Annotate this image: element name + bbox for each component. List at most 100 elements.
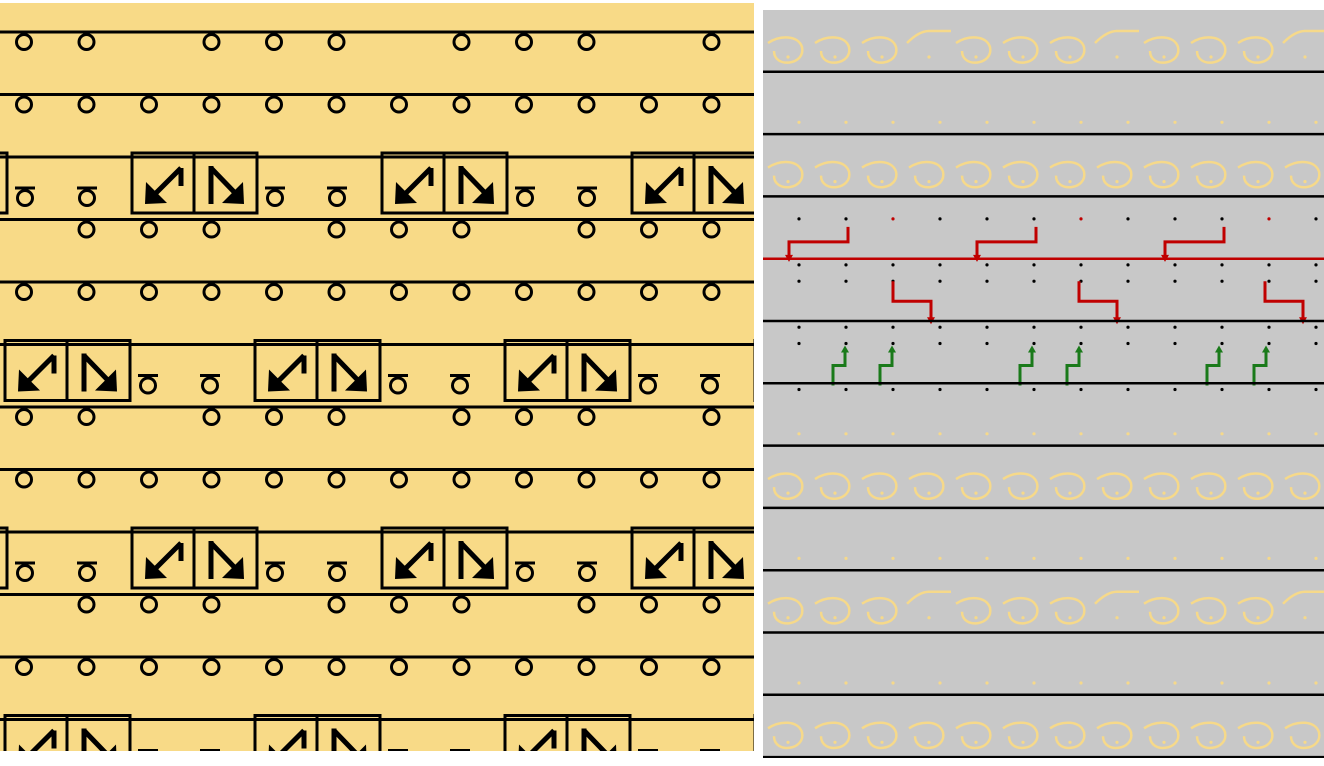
ring-stitch-icon bbox=[201, 655, 222, 676]
ring-stitch-icon bbox=[514, 655, 534, 676]
stitch-dot bbox=[797, 279, 801, 283]
ring-stitch-icon bbox=[450, 749, 470, 751]
ring-stitch-icon bbox=[326, 468, 347, 489]
down-left-arrow-icon bbox=[145, 166, 184, 204]
stitch-dot bbox=[1220, 681, 1224, 685]
stitch-dot bbox=[1220, 556, 1224, 561]
ring-stitch-icon bbox=[265, 561, 285, 582]
stitch-dot bbox=[1314, 279, 1318, 283]
ring-stitch-icon bbox=[451, 93, 472, 114]
stitch-dot bbox=[1079, 217, 1083, 221]
ring-stitch-icon bbox=[77, 561, 97, 582]
stitch-dot bbox=[1126, 325, 1130, 329]
stitch-dot bbox=[1314, 681, 1318, 685]
ring-stitch-icon bbox=[139, 93, 159, 114]
stitch-dot bbox=[1126, 217, 1130, 221]
stitch-dot bbox=[891, 681, 895, 685]
stitch-dot bbox=[927, 616, 931, 620]
down-right-arrow-icon bbox=[581, 353, 617, 392]
stitch-dot bbox=[891, 432, 895, 436]
stitch-dot bbox=[1267, 217, 1271, 221]
stitch-dot bbox=[797, 341, 801, 346]
ring-stitch-icon bbox=[200, 749, 220, 751]
stitch-dot bbox=[1032, 325, 1036, 329]
ring-stitch-icon bbox=[576, 218, 597, 239]
stitch-dot bbox=[797, 263, 801, 267]
stitch-dot bbox=[797, 217, 801, 221]
down-right-arrow-icon bbox=[208, 541, 244, 579]
ring-stitch-icon bbox=[76, 468, 97, 489]
stitch-dot bbox=[1126, 432, 1130, 436]
ring-stitch-icon bbox=[451, 655, 472, 676]
stitch-dot bbox=[1032, 681, 1036, 685]
ring-stitch-icon bbox=[201, 93, 222, 114]
stitch-dot bbox=[1126, 681, 1130, 685]
ring-stitch-icon bbox=[514, 93, 534, 114]
ring-stitch-icon bbox=[326, 405, 347, 426]
cable-box bbox=[0, 151, 9, 215]
down-right-arrow-icon bbox=[708, 166, 744, 204]
ring-stitch-icon bbox=[264, 280, 284, 301]
ring-stitch-icon bbox=[201, 30, 222, 51]
ring-stitch-icon bbox=[388, 749, 408, 751]
stitch-dot bbox=[1032, 341, 1036, 346]
stitch-dot bbox=[1220, 279, 1224, 283]
ring-stitch-icon bbox=[14, 405, 34, 426]
ring-stitch-icon bbox=[76, 93, 97, 114]
stitch-dot bbox=[1220, 432, 1224, 436]
stitch-dot bbox=[1220, 325, 1224, 329]
stitch-dot bbox=[1303, 616, 1307, 620]
ring-stitch-icon bbox=[700, 374, 720, 395]
ring-stitch-icon bbox=[514, 468, 534, 489]
down-left-arrow-icon bbox=[645, 541, 684, 579]
ring-stitch-icon bbox=[515, 186, 535, 207]
stitch-dot bbox=[1173, 279, 1177, 283]
ring-stitch-icon bbox=[576, 655, 597, 676]
down-right-arrow-icon bbox=[581, 728, 617, 751]
stitch-dot bbox=[891, 556, 895, 561]
stitch-dot bbox=[1032, 432, 1036, 436]
stitch-dot bbox=[985, 387, 989, 392]
stitch-dot bbox=[1173, 217, 1177, 221]
stitch-dot bbox=[1314, 556, 1318, 561]
ring-stitch-icon bbox=[14, 468, 34, 489]
stitch-dot bbox=[938, 556, 942, 561]
ring-stitch-icon bbox=[15, 561, 35, 582]
ring-stitch-icon bbox=[701, 280, 722, 301]
ring-stitch-icon bbox=[14, 30, 34, 51]
stitch-dot bbox=[844, 120, 848, 124]
down-right-arrow-icon bbox=[208, 166, 244, 204]
ring-stitch-icon bbox=[265, 186, 285, 207]
down-right-arrow-icon bbox=[458, 166, 494, 204]
ring-stitch-icon bbox=[76, 405, 97, 426]
stitch-dot bbox=[1314, 432, 1318, 436]
ring-stitch-icon bbox=[639, 280, 659, 301]
stitch-dot bbox=[797, 387, 801, 392]
stitch-dot bbox=[985, 341, 989, 346]
stitch-dot bbox=[1267, 341, 1271, 346]
stitch-dot bbox=[1032, 387, 1036, 392]
knitting-chart-right bbox=[763, 10, 1324, 758]
ring-stitch-icon bbox=[326, 655, 347, 676]
stitch-dot bbox=[1126, 556, 1130, 561]
ring-stitch-icon bbox=[701, 405, 722, 426]
ring-stitch-icon bbox=[14, 280, 34, 301]
ring-stitch-icon bbox=[15, 186, 35, 207]
ring-stitch-icon bbox=[139, 218, 159, 239]
ring-stitch-icon bbox=[14, 655, 34, 676]
ring-stitch-icon bbox=[389, 93, 409, 114]
stitch-dot bbox=[891, 120, 895, 124]
down-left-arrow-icon bbox=[18, 353, 57, 392]
ring-stitch-icon bbox=[701, 30, 722, 51]
down-right-arrow-icon bbox=[708, 541, 744, 579]
ring-stitch-icon bbox=[638, 749, 658, 751]
stitch-dot bbox=[844, 432, 848, 436]
ring-stitch-icon bbox=[701, 655, 722, 676]
stitch-dot bbox=[891, 217, 895, 221]
left-chart-svg bbox=[0, 3, 754, 751]
stitch-dot bbox=[1032, 279, 1036, 283]
ring-stitch-icon bbox=[451, 405, 472, 426]
stitch-dot bbox=[1267, 556, 1271, 561]
stitch-dot bbox=[1267, 325, 1271, 329]
ring-stitch-icon bbox=[139, 468, 159, 489]
